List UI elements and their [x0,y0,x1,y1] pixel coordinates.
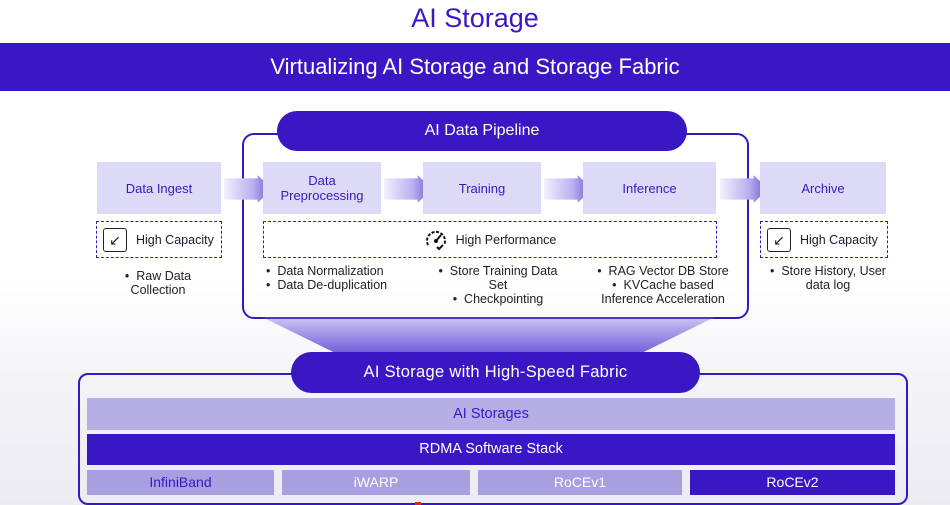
expand-arrows-icon: ↙ [103,227,127,252]
bullet-item: data log [805,278,851,292]
bullet-item: • RAG Vector DB Store [597,264,729,278]
capacity-box-left: ↙ High Capacity [96,221,222,258]
performance-label: High Performance [455,232,557,247]
bullet-item: • Data De-duplication [266,278,388,292]
red-marker [415,502,421,505]
bullet-item: Set [488,278,508,292]
bullets-archive: • Store History, User data log [760,264,896,292]
pipeline-label: AI Data Pipeline [277,111,687,151]
protocol-iwarp: iWARP [282,470,470,495]
bullets-preprocessing: • Data Normalization • Data De-duplicati… [258,264,416,292]
funnel-connector [262,317,715,357]
bullet-item: • Store History, User [770,264,886,278]
stage-data-ingest: Data Ingest [97,162,221,214]
capacity-label-left: High Capacity [136,232,214,247]
layer-ai-storages: AI Storages [87,398,895,430]
bullet-item: Inference Acceleration [601,292,725,306]
bullets-ingest: • Raw Data Collection [96,269,220,297]
stage-inference: Inference [583,162,716,214]
expand-arrows-icon: ↙ [767,227,791,252]
capacity-box-right: ↙ High Capacity [760,221,888,258]
bullet-item: • Store Training Data [438,264,558,278]
bullets-inference: • RAG Vector DB Store • KVCache based In… [588,264,738,306]
speedometer-icon [425,230,446,250]
protocol-rocev1: RoCEv1 [478,470,682,495]
bullets-training: • Store Training Data Set • Checkpointin… [425,264,571,306]
banner-subtitle: Virtualizing AI Storage and Storage Fabr… [0,43,950,91]
protocol-rocev2: RoCEv2 [690,470,895,495]
stage-archive: Archive [760,162,886,214]
bullet-item: • Checkpointing [452,292,544,306]
fabric-label: AI Storage with High-Speed Fabric [291,352,700,393]
page-title: AI Storage [411,3,539,33]
layer-rdma-stack: RDMA Software Stack [87,434,895,465]
bullet-item: • Data Normalization [266,264,384,278]
bullet-item: Collection [130,283,186,297]
bullet-item: • Raw Data [124,269,192,283]
protocol-infiniband: InfiniBand [87,470,274,495]
stage-data-preprocessing: Data Preprocessing [263,162,381,214]
performance-box: High Performance [263,221,717,258]
capacity-label-right: High Capacity [800,232,878,247]
stage-training: Training [423,162,541,214]
bullet-item: • KVCache based [612,278,714,292]
